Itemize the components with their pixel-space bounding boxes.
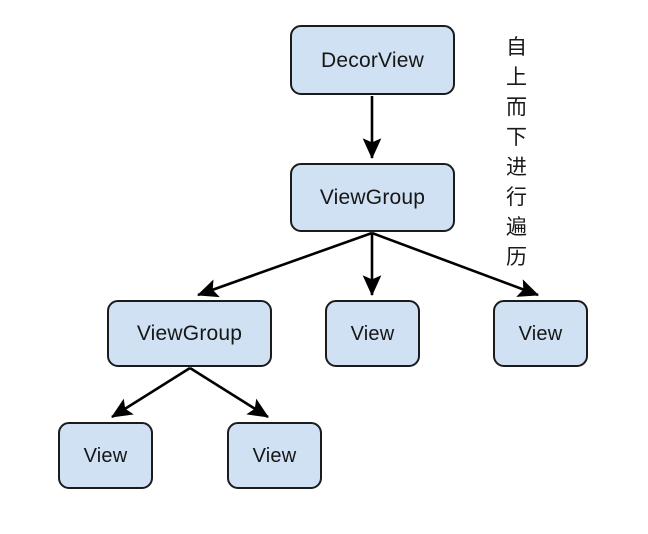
traversal-note-char-3: 下: [506, 125, 527, 149]
node-view-right[interactable]: View: [493, 300, 588, 367]
node-view-leaf-left[interactable]: View: [58, 422, 153, 489]
node-viewgroup-root[interactable]: ViewGroup: [290, 163, 455, 232]
traversal-note-char-4: 进: [506, 155, 527, 179]
node-viewgroup-child-label: ViewGroup: [136, 322, 243, 345]
traversal-note-char-7: 历: [506, 245, 527, 269]
node-view-leaf-right[interactable]: View: [227, 422, 322, 489]
traversal-note-char-2: 而: [506, 95, 527, 119]
edge-viewgroup-child-to-view-leaf-right: [189, 366, 269, 419]
node-viewgroup-child[interactable]: ViewGroup: [107, 300, 272, 367]
node-viewgroup-root-label: ViewGroup: [319, 186, 426, 209]
traversal-note-char-5: 行: [506, 185, 527, 209]
node-view-mid-label: View: [350, 322, 395, 345]
edge-viewgroup-root-to-viewgroup-child: [197, 231, 373, 298]
traversal-note: 自 上 而 下 进 行 遍 历: [506, 32, 527, 272]
traversal-note-char-6: 遍: [506, 215, 527, 239]
traversal-note-char-1: 上: [506, 65, 527, 89]
traversal-note-char-0: 自: [506, 35, 527, 59]
node-decorview[interactable]: DecorView: [290, 25, 455, 95]
edge-viewgroup-child-to-view-leaf-left: [111, 366, 191, 419]
node-decorview-label: DecorView: [321, 48, 424, 72]
node-view-right-label: View: [518, 322, 563, 345]
node-view-leaf-right-label: View: [252, 444, 297, 467]
node-view-mid[interactable]: View: [325, 300, 420, 367]
node-view-leaf-left-label: View: [83, 444, 128, 467]
